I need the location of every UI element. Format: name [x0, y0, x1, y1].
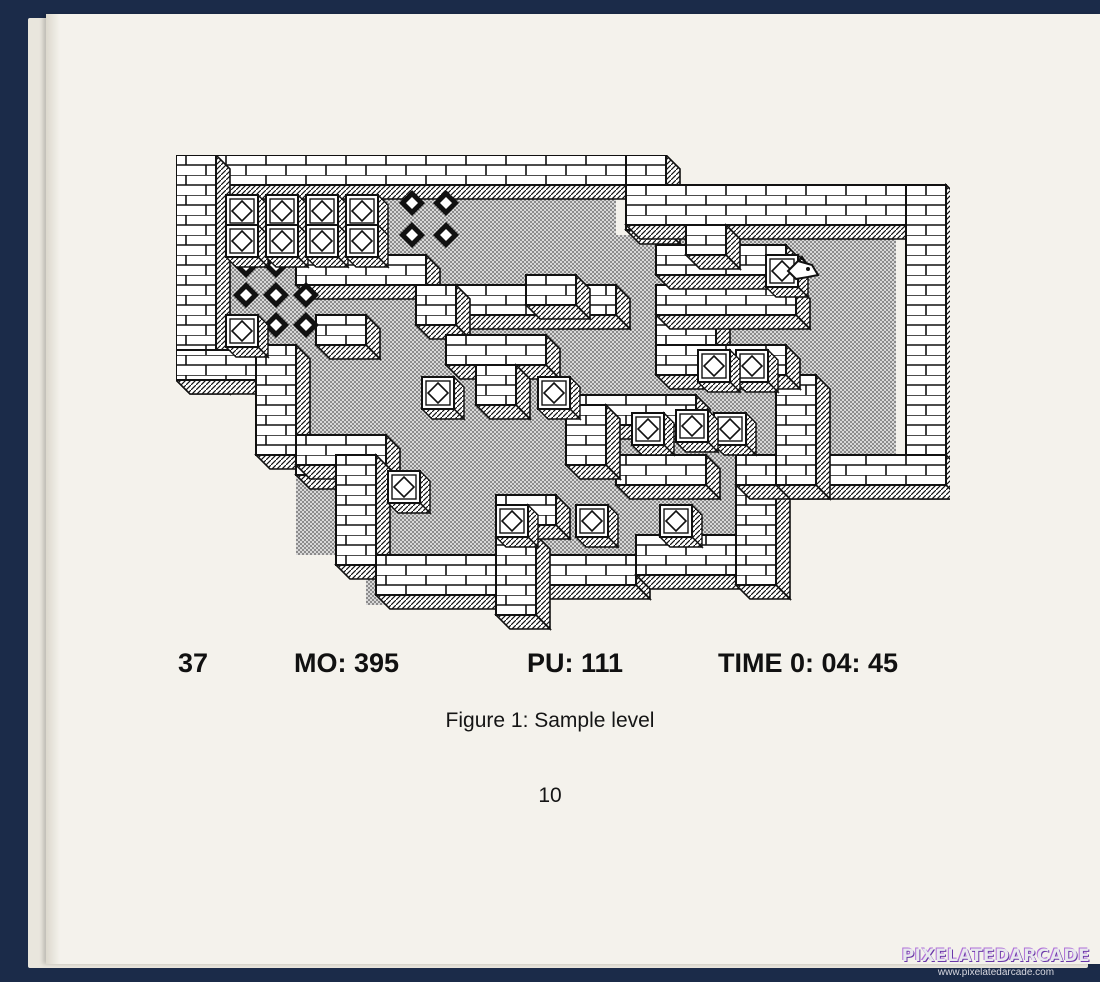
wall-block	[314, 313, 382, 361]
level-number: 37	[178, 648, 209, 678]
status-bar: 37 MO: 395 PU: 111 TIME 0: 04: 45	[178, 648, 954, 682]
wall-block	[176, 348, 272, 396]
watermark: PIXELATEDARCADE www.pixelatedarcade.com	[896, 946, 1096, 978]
wall-block	[774, 373, 832, 501]
goal-marker-icon	[263, 312, 289, 338]
goal-marker-icon	[399, 222, 425, 248]
wall-block	[334, 453, 392, 581]
moves-counter: MO: 395	[294, 648, 400, 678]
goal-marker-icon	[433, 190, 459, 216]
wall-block	[734, 483, 792, 601]
goal-marker-icon	[293, 312, 319, 338]
crate-icon	[712, 411, 758, 457]
crate-icon	[574, 503, 620, 549]
wall-block	[684, 223, 742, 271]
watermark-url: www.pixelatedarcade.com	[937, 967, 1055, 978]
wall-block	[734, 453, 950, 500]
sample-level-figure	[176, 155, 950, 631]
wall-block	[524, 273, 592, 321]
crate-icon	[494, 503, 540, 549]
wall-block	[624, 183, 950, 240]
crate-icon	[344, 223, 390, 269]
crate-icon	[536, 375, 582, 421]
goal-marker-icon	[233, 282, 259, 308]
crate-icon	[420, 375, 466, 421]
crate-icon	[224, 313, 270, 359]
goal-marker-icon	[399, 190, 425, 216]
goal-marker-icon	[263, 282, 289, 308]
goal-marker-icon	[293, 282, 319, 308]
wall-block	[474, 363, 532, 421]
figure-caption: Figure 1: Sample level	[445, 709, 655, 732]
crate-icon	[224, 223, 270, 269]
crate-icon	[304, 223, 350, 269]
crate-icon	[734, 348, 780, 394]
wall-block	[494, 533, 552, 631]
wall-block	[904, 183, 950, 500]
pushes-counter: PU: 111	[527, 648, 624, 678]
watermark-brand: PIXELATEDARCADE	[901, 946, 1091, 966]
wall-block	[176, 155, 642, 201]
elapsed-time: TIME 0: 04: 45	[718, 648, 899, 678]
goal-marker-icon	[433, 222, 459, 248]
player-icon	[786, 255, 820, 281]
crate-icon	[630, 411, 676, 457]
crate-icon	[658, 503, 704, 549]
crate-icon	[674, 408, 720, 454]
crate-icon	[264, 223, 310, 269]
crate-icon	[386, 469, 432, 515]
page-number: 10	[538, 784, 562, 807]
wall-block	[414, 283, 472, 341]
crate-icon	[696, 348, 742, 394]
wall-block	[614, 453, 722, 501]
level-crates	[224, 193, 810, 549]
wall-block	[564, 403, 622, 481]
